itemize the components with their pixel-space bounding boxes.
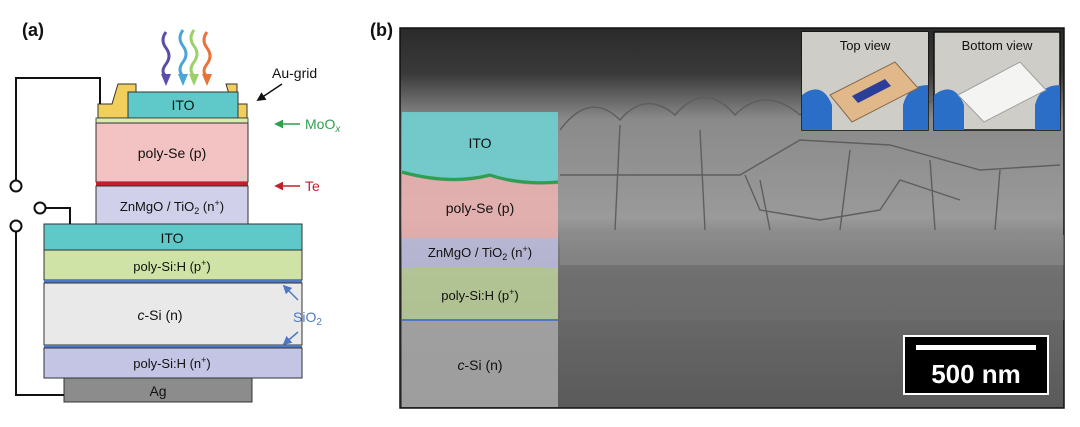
panel-a: (a) ITO poly-Se (p) ZnMgO / TiO2 (n+) bbox=[9, 20, 341, 403]
sio2-arrow-down bbox=[282, 331, 299, 346]
polysi-n-label: poly-Si:H (n+) bbox=[133, 355, 211, 371]
znmgo-label: ZnMgO / TiO2 (n+) bbox=[120, 198, 224, 216]
overlay-ito-label: ITO bbox=[468, 135, 491, 151]
overlay-polysi bbox=[402, 268, 558, 320]
overlay-polysi-label: poly-Si:H (p+) bbox=[441, 287, 519, 303]
inset-bottom-view: Bottom view bbox=[933, 31, 1061, 131]
au-grid-arrow bbox=[256, 83, 283, 101]
scale-bar-label: 500 nm bbox=[931, 359, 1021, 389]
circuit-wires bbox=[15, 77, 101, 396]
top-view-label: Top view bbox=[840, 38, 891, 53]
scale-bar: 500 nm bbox=[903, 335, 1049, 395]
overlay-znmgo-label: ZnMgO / TiO2 (n+) bbox=[428, 244, 532, 262]
csi-label: c-Si (n) bbox=[137, 307, 182, 323]
inset-top-view: Top view bbox=[801, 31, 929, 131]
te-label: Te bbox=[305, 178, 320, 194]
moox-layer bbox=[95, 117, 249, 124]
sio2-bottom-layer bbox=[44, 345, 302, 348]
bottom-view-label: Bottom view bbox=[962, 38, 1033, 53]
overlay-ito bbox=[402, 112, 558, 183]
sem-etl-band bbox=[560, 235, 1064, 265]
glove-icon bbox=[1035, 85, 1060, 130]
znmgo-layer bbox=[95, 185, 249, 225]
sio2-label: SiO2 bbox=[293, 309, 322, 328]
terminal-circle bbox=[33, 201, 47, 215]
overlay-moox-line bbox=[401, 170, 559, 185]
ag-layer bbox=[63, 377, 253, 403]
glove-icon bbox=[802, 89, 832, 130]
poly-se-label: poly-Se (p) bbox=[138, 145, 206, 161]
sio2-top-layer bbox=[44, 280, 302, 283]
panel-b: (b) ITO poly-Se (p) ZnMgO / TiO2 (n+) po… bbox=[370, 20, 1065, 409]
sample-wafer-back bbox=[957, 61, 1047, 123]
au-grid-label: Au-grid bbox=[272, 65, 317, 81]
ito-top-layer bbox=[127, 91, 239, 119]
poly-se-layer bbox=[95, 122, 249, 183]
overlay-csi-label: c-Si (n) bbox=[457, 357, 502, 373]
terminal-circle bbox=[9, 219, 23, 233]
panel-a-label: (a) bbox=[22, 20, 44, 40]
polysi-n-layer bbox=[43, 347, 303, 379]
overlay-znmgo bbox=[402, 238, 558, 268]
overlay-poly-se-label: poly-Se (p) bbox=[446, 200, 514, 216]
glove-icon bbox=[934, 89, 964, 130]
sio2-arrow-up bbox=[282, 284, 299, 301]
panel-b-label: (b) bbox=[370, 20, 393, 40]
glove-icon bbox=[903, 85, 928, 130]
sem-polysi-band bbox=[560, 265, 1064, 320]
sample-active-area bbox=[852, 79, 891, 103]
moox-label: MoOx bbox=[305, 116, 341, 135]
ito-top-label: ITO bbox=[171, 97, 194, 113]
overlay-csi bbox=[402, 321, 558, 407]
polysi-p-layer bbox=[43, 249, 303, 281]
overlay-poly-se bbox=[402, 174, 558, 238]
ag-label: Ag bbox=[149, 383, 166, 399]
ito-mid-label: ITO bbox=[160, 230, 183, 246]
polysi-p-label: poly-Si:H (p+) bbox=[133, 258, 211, 274]
terminal-circle bbox=[9, 179, 23, 193]
light-rays-icon bbox=[161, 29, 212, 86]
te-layer bbox=[96, 182, 248, 186]
scale-bar-line bbox=[916, 345, 1036, 350]
